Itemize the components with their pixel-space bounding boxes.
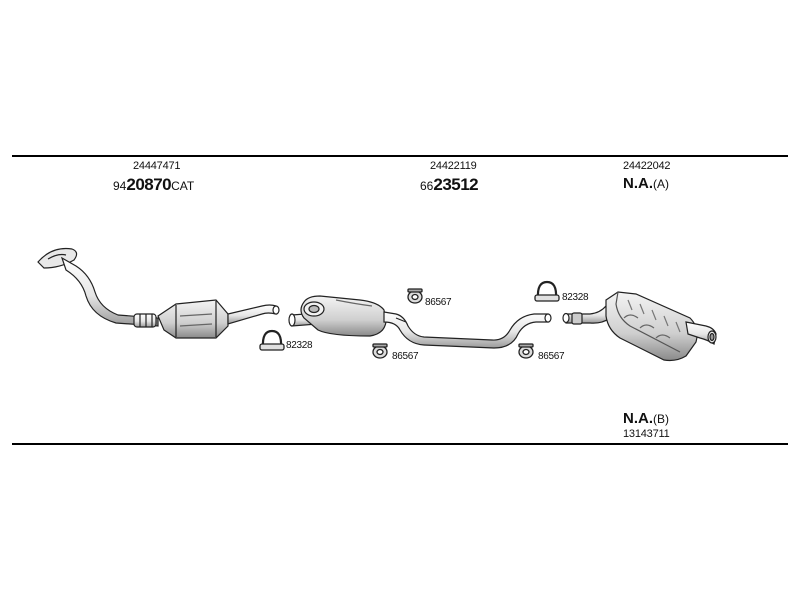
- middle-silencer-part-number: 6623512: [420, 175, 479, 194]
- clamp-front-label: 82328: [286, 340, 313, 351]
- hanger-middle-bottom: [372, 343, 388, 359]
- clamp-front: [259, 329, 285, 351]
- rear-silencer-a-oe-number: 24422042: [623, 160, 671, 172]
- bottom-divider-line: [12, 443, 788, 445]
- hanger-pipe-label: 86567: [538, 351, 565, 362]
- hanger-middle-top: [407, 288, 423, 304]
- front-pipe-part-number: 9420870CAT: [113, 176, 194, 193]
- rear-silencer-b-number: N.A.: [623, 410, 653, 427]
- middle-silencer-with-pipe: [288, 295, 552, 349]
- hanger-middle-bottom-label: 86567: [392, 351, 419, 362]
- rear-silencer-a-suffix: (A): [653, 177, 669, 191]
- hanger-pipe: [518, 343, 534, 359]
- front-pipe-prefix: 94: [113, 179, 127, 193]
- clamp-rear: [534, 280, 560, 302]
- front-pipe-number: 20870: [126, 175, 172, 194]
- rear-silencer-b-part-number: N.A.(B): [623, 411, 669, 426]
- front-pipe-suffix: CAT: [171, 179, 195, 193]
- rear-silencer: [562, 291, 717, 362]
- rear-silencer-a-part-number: N.A.(A): [623, 176, 669, 191]
- middle-silencer-oe-number: 24422119: [430, 160, 477, 172]
- front-pipe-with-catalytic-converter: [37, 247, 280, 339]
- rear-silencer-b-suffix: (B): [653, 412, 669, 426]
- rear-silencer-b-oe-number: 13143711: [623, 428, 670, 440]
- middle-silencer-number: 23512: [433, 175, 479, 194]
- middle-silencer-prefix: 66: [420, 179, 434, 193]
- clamp-rear-label: 82328: [562, 292, 589, 303]
- hanger-middle-top-label: 86567: [425, 297, 452, 308]
- top-divider-line: [12, 155, 788, 157]
- rear-silencer-a-number: N.A.: [623, 175, 653, 192]
- front-pipe-oe-number: 24447471: [133, 160, 181, 172]
